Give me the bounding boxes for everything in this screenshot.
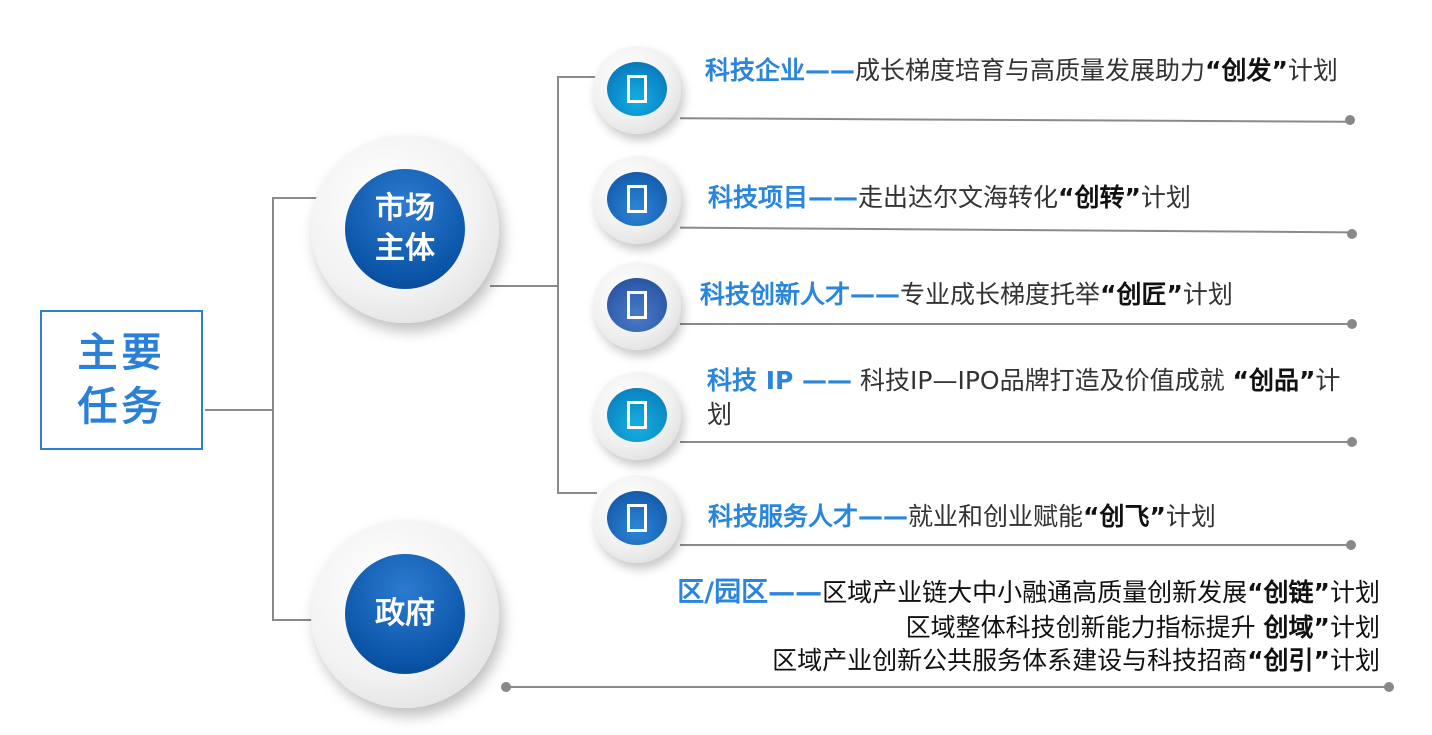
- item-desc: 走出达尔文海转化: [858, 183, 1059, 212]
- item-icon-circle: [593, 372, 681, 460]
- item-suffix: 计划: [1182, 280, 1233, 309]
- item-2: 科技项目——走出达尔文海转化“创转”计划: [708, 181, 1191, 215]
- government-label: 政府: [345, 554, 465, 674]
- item-suffix: 计划: [1140, 183, 1191, 212]
- connector: [272, 197, 317, 199]
- quote: “: [1232, 366, 1249, 395]
- item-icon-circle: [593, 156, 681, 244]
- item-suffix: 计划: [1287, 56, 1338, 85]
- connector: [205, 409, 273, 411]
- connector: [557, 492, 597, 494]
- item-title: 科技 IP ——: [707, 366, 853, 395]
- item-3: 科技创新人才——专业成长梯度托举“创匠”计划: [700, 278, 1233, 312]
- gov-desc: 区域产业链大中小融通高质量创新发展: [822, 578, 1248, 607]
- item-underline: [680, 323, 1350, 325]
- plan-name: 创发: [1221, 56, 1272, 85]
- line-end-dot: [1347, 437, 1357, 447]
- missing-glyph-icon: [627, 185, 647, 213]
- item-icon-circle: [593, 475, 681, 563]
- market-line1: 市场: [375, 191, 435, 226]
- gov-line-2: 区域整体科技创新能力指标提升 创域”计划: [906, 611, 1380, 644]
- plan-name: 创匠: [1116, 280, 1167, 309]
- quote: “: [1205, 56, 1222, 85]
- quote: ”: [1298, 366, 1316, 395]
- line-end-dot: [1345, 115, 1355, 125]
- connector: [272, 197, 274, 621]
- connector: [557, 76, 559, 494]
- gov-underline: [506, 686, 1390, 688]
- item-icon-circle: [593, 262, 681, 350]
- plan-name: 创飞: [1099, 502, 1150, 531]
- quote: “: [1100, 280, 1117, 309]
- line-end-dot: [1346, 540, 1356, 550]
- plan-name: “创链”: [1247, 578, 1330, 607]
- line-end-dot: [1347, 229, 1357, 239]
- missing-glyph-icon: [627, 75, 647, 103]
- main-tasks-box: 主要任务: [40, 310, 203, 450]
- connector: [490, 285, 558, 287]
- item-underline: [680, 226, 1350, 234]
- item-title: 科技创新人才——: [700, 280, 901, 309]
- item-suffix: 计划: [1165, 502, 1216, 531]
- plan-name: 创域”: [1263, 613, 1330, 642]
- item-title: 科技项目——: [708, 183, 859, 212]
- root-label: 主要任务: [77, 330, 166, 430]
- quote: “: [1058, 183, 1075, 212]
- plan-name: 创品: [1248, 366, 1299, 395]
- item-4: 科技 IP —— 科技IP—IPO品牌打造及价值成就 “创品”计划: [707, 364, 1347, 432]
- quote: “: [1083, 502, 1100, 531]
- market-line2: 主体: [375, 231, 435, 266]
- plan-name: “创引”: [1247, 646, 1330, 675]
- gov-suffix: 计划: [1329, 578, 1380, 607]
- quote: ”: [1149, 502, 1166, 531]
- quote: ”: [1124, 183, 1141, 212]
- item-1: 科技企业——成长梯度培育与高质量发展助力“创发”计划: [705, 54, 1345, 88]
- quote: ”: [1271, 56, 1288, 85]
- item-title: 科技企业——: [705, 56, 856, 85]
- gov-line-1: 区/园区——区域产业链大中小融通高质量创新发展“创链”计划: [677, 576, 1380, 609]
- connector: [272, 619, 317, 621]
- gov-desc: 区域整体科技创新能力指标提升: [905, 613, 1264, 642]
- missing-glyph-icon: [627, 504, 647, 532]
- gov-suffix: 计划: [1329, 646, 1380, 675]
- item-underline: [680, 441, 1350, 443]
- item-desc: 专业成长梯度托举: [900, 280, 1101, 309]
- gov-suffix: 计划: [1329, 613, 1380, 642]
- item-desc: 就业和创业赋能: [908, 502, 1084, 531]
- item-desc: 成长梯度培育与高质量发展助力: [855, 56, 1206, 85]
- line-end-dot: [1347, 319, 1357, 329]
- missing-glyph-icon: [627, 291, 647, 319]
- missing-glyph-icon: [627, 401, 647, 429]
- item-suffix: 计划: [707, 366, 1341, 429]
- market-entity-node: 市场主体: [311, 135, 499, 323]
- item-underline: [679, 117, 1349, 123]
- gov-title: 区/园区——: [677, 577, 823, 608]
- line-end-dot: [1384, 682, 1394, 692]
- government-node: 政府: [311, 520, 499, 708]
- item-desc: 科技IP—IPO品牌打造及价值成就: [852, 366, 1233, 395]
- quote: ”: [1166, 280, 1183, 309]
- line-end-dot: [501, 682, 511, 692]
- gov-desc: 区域产业创新公共服务体系建设与科技招商: [772, 646, 1248, 675]
- item-icon-circle: [593, 46, 681, 134]
- item-title: 科技服务人才——: [708, 502, 909, 531]
- item-underline: [680, 544, 1350, 546]
- plan-name: 创转: [1074, 183, 1125, 212]
- connector: [557, 76, 597, 78]
- gov-line-3: 区域产业创新公共服务体系建设与科技招商“创引”计划: [772, 644, 1380, 677]
- item-5: 科技服务人才——就业和创业赋能“创飞”计划: [708, 500, 1216, 534]
